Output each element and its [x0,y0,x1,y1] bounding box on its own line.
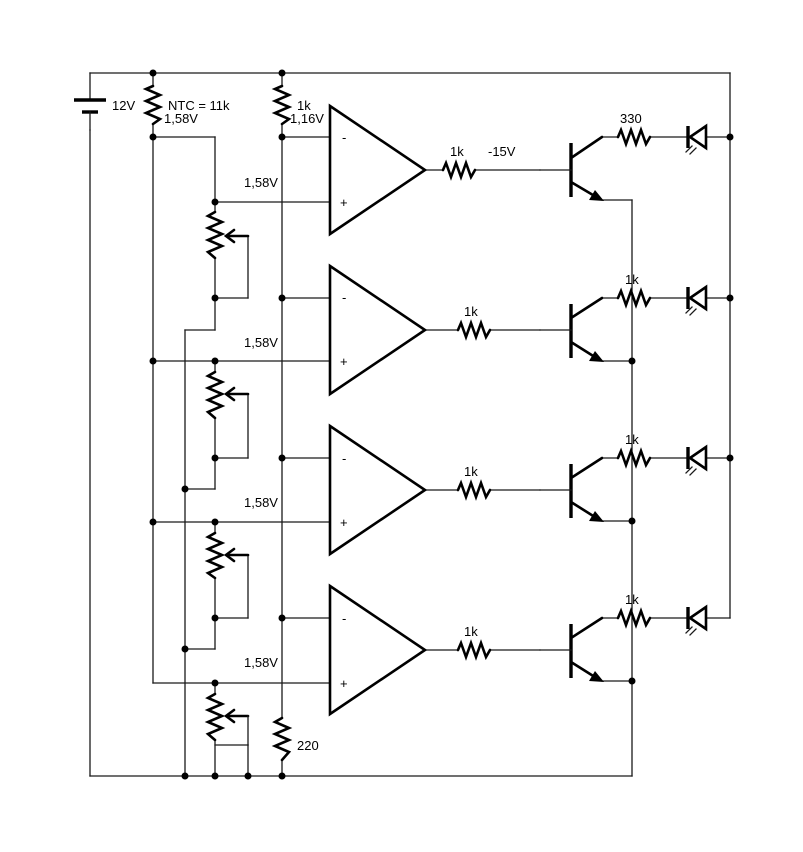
node-label-1: -15V [488,144,516,159]
ntc-resistor-icon [142,84,164,126]
npn-transistor-4-icon [539,616,604,682]
battery-label: 12V [112,98,135,113]
opamp-1-icon: - + [328,103,428,237]
base-resistor-1-label: 1k [450,144,464,159]
led-1-icon [685,123,708,155]
ref-voltage-1: 1,58V [244,175,278,190]
collector-resistor-3-label: 1k [625,432,639,447]
led-2-icon [685,284,708,316]
battery-icon [74,98,106,131]
npn-transistor-2-icon [539,296,604,362]
ntc-voltage: 1,58V [164,111,198,126]
ref-voltage-3: 1,58V [244,495,278,510]
collector-resistor-2-icon [616,287,652,309]
svg-text:+: + [340,515,348,530]
top-resistor-label: 1k [297,98,311,113]
junction-dots [149,69,734,780]
base-resistor-4-label: 1k [464,624,478,639]
base-resistor-1-icon [441,159,477,181]
opamp-2-icon: - + [328,263,428,397]
collector-resistor-4-icon [616,607,652,629]
svg-text:-: - [342,290,346,305]
potentiometer-1-icon [204,210,250,260]
wiring [89,72,731,777]
svg-text:+: + [340,676,348,691]
svg-text:-: - [342,611,346,626]
potentiometer-3-icon [204,531,250,580]
led-4-icon [685,604,708,636]
ntc-label: NTC = 11k [168,98,230,113]
base-resistor-3-label: 1k [464,464,478,479]
bottom-resistor-icon [271,716,293,762]
top-resistor-icon [271,84,293,126]
svg-text:+: + [340,195,348,210]
potentiometer-2-icon [204,370,250,420]
collector-resistor-4-label: 1k [625,592,639,607]
top-resistor-voltage: 1,16V [290,111,324,126]
collector-resistor-1-label: 330 [620,111,642,126]
ref-voltage-2: 1,58V [244,335,278,350]
opamp-3-icon: - + [328,423,428,557]
collector-resistor-1-icon [616,126,652,148]
bottom-resistor-label: 220 [297,738,319,753]
svg-text:-: - [342,451,346,466]
npn-transistor-1-icon [539,135,604,201]
base-resistor-3-icon [456,479,492,501]
base-resistor-2-icon [456,319,492,341]
led-3-icon [685,444,708,476]
collector-resistor-3-icon [616,447,652,469]
svg-text:-: - [342,130,346,145]
npn-transistor-3-icon [539,456,604,522]
potentiometer-4-icon [204,692,250,746]
opamp-4-icon: - + [328,583,428,717]
base-resistor-2-label: 1k [464,304,478,319]
svg-text:+: + [340,354,348,369]
ref-voltage-4: 1,58V [244,655,278,670]
collector-resistor-2-label: 1k [625,272,639,287]
base-resistor-4-icon [456,639,492,661]
